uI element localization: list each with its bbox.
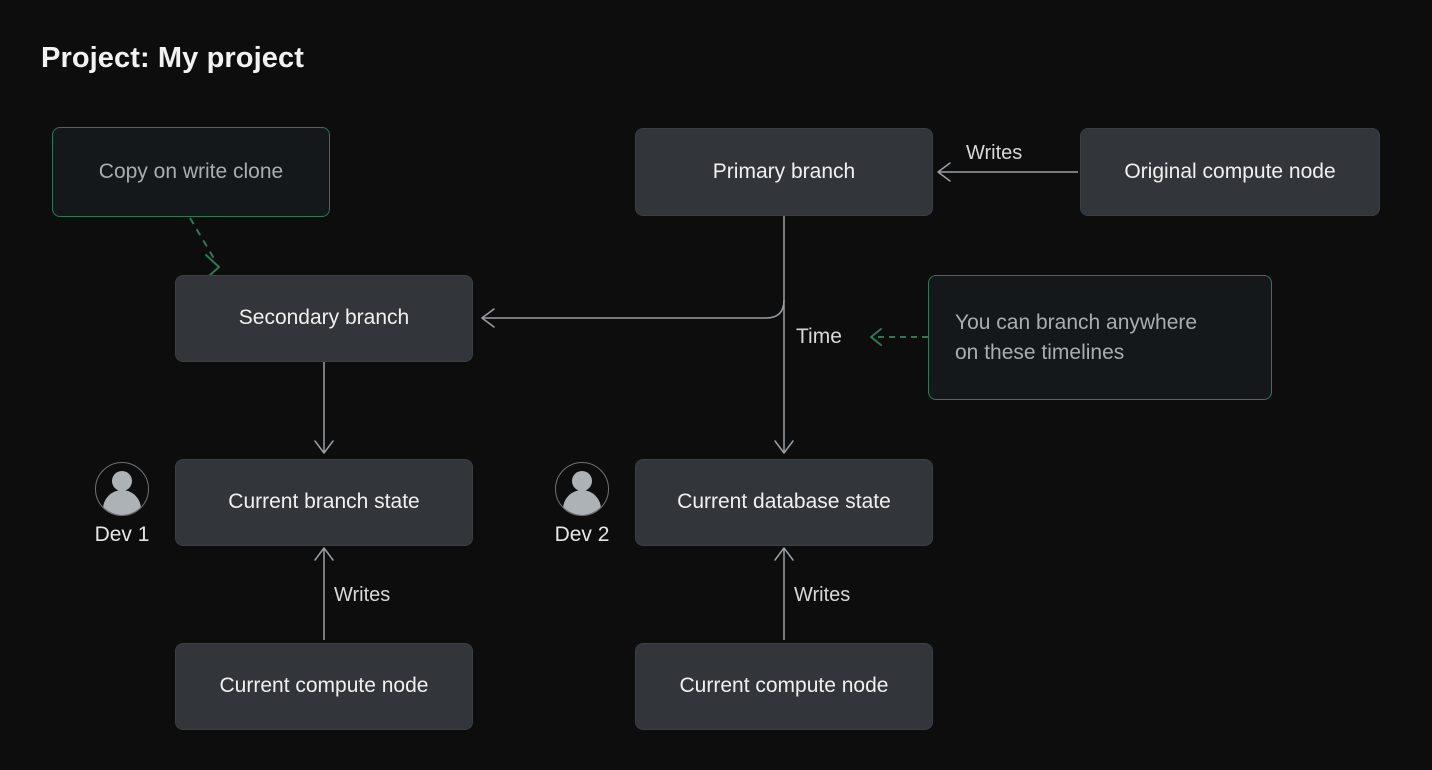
developer-dev-2: Dev 2 [536, 462, 628, 547]
developer-dev-1-label: Dev 1 [94, 523, 150, 546]
node-current-database-state[interactable]: Current database state [635, 459, 933, 546]
node-current-branch-state-label: Current branch state [228, 490, 420, 514]
node-current-compute-node-right[interactable]: Current compute node [635, 643, 933, 730]
edge-writes-to-database-state [774, 547, 794, 640]
avatar-head-shape [572, 471, 592, 491]
edge-label-time: Time [796, 325, 842, 348]
node-current-compute-node-left[interactable]: Current compute node [175, 643, 473, 730]
edge-secondary-branch-to-branch-state [314, 362, 334, 454]
node-primary-branch[interactable]: Primary branch [635, 128, 933, 216]
user-avatar-icon [95, 462, 149, 516]
edge-writes-to-branch-state [314, 547, 334, 640]
node-current-branch-state[interactable]: Current branch state [175, 459, 473, 546]
user-avatar-icon [555, 462, 609, 516]
developer-dev-2-label: Dev 2 [554, 523, 610, 546]
edge-label-writes-database-state: Writes [794, 584, 851, 606]
note-branch-anywhere: You can branch anywhere on these timelin… [928, 275, 1272, 400]
edge-primary-to-secondary-branch [481, 299, 785, 328]
developer-dev-1: Dev 1 [76, 462, 168, 547]
note-branch-anywhere-line2: on these timelines [955, 340, 1125, 364]
node-primary-branch-label: Primary branch [712, 159, 856, 183]
node-secondary-branch[interactable]: Secondary branch [175, 275, 473, 362]
node-secondary-branch-label: Secondary branch [238, 306, 410, 330]
avatar-body-shape [563, 490, 601, 515]
note-copy-on-write-clone-label: Copy on write clone [98, 160, 284, 184]
avatar-head-shape [112, 471, 132, 491]
node-current-compute-node-left-label: Current compute node [219, 674, 429, 698]
node-current-compute-node-right-label: Current compute node [679, 674, 889, 698]
node-current-database-state-label: Current database state [677, 490, 891, 514]
node-original-compute-node[interactable]: Original compute node [1080, 128, 1380, 216]
edge-clone-to-secondary-branch [189, 217, 220, 277]
avatar-body-shape [103, 490, 141, 515]
page-title: Project: My project [41, 42, 304, 74]
edge-primary-branch-timeline [774, 216, 794, 454]
edge-label-writes-branch-state: Writes [334, 584, 391, 606]
note-copy-on-write-clone: Copy on write clone [52, 127, 330, 217]
edge-writes-to-primary-branch [937, 162, 1078, 182]
edge-label-writes-primary: Writes [966, 142, 1023, 164]
edge-note-to-time-label [870, 328, 928, 346]
note-branch-anywhere-line1: You can branch anywhere [955, 310, 1198, 334]
node-original-compute-node-label: Original compute node [1124, 159, 1336, 183]
